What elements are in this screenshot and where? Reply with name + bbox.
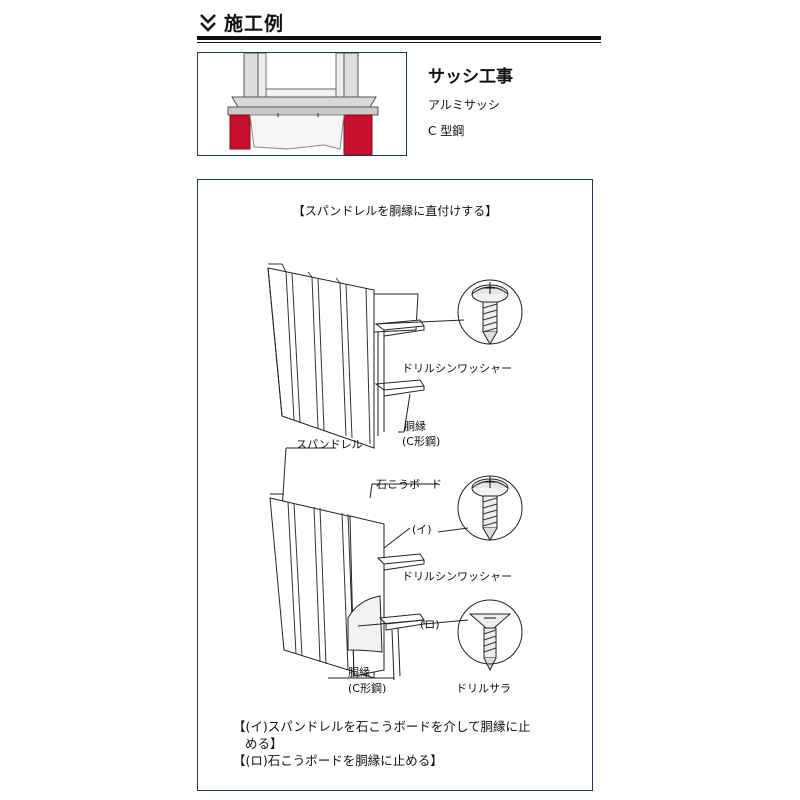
sash-item-c-steel: C 型鋼 xyxy=(428,124,465,138)
drill-washer-screw-bottom xyxy=(457,475,523,541)
label-c-steel-bottom: (C形鋼) xyxy=(348,682,387,695)
drill-washer-screw-top xyxy=(457,279,523,345)
label-mark-i: (イ) xyxy=(412,523,432,536)
label-drill-sara: ドリルサラ xyxy=(456,682,511,695)
note-ro: 【(ロ)石こうボードを胴縁に止める】 xyxy=(233,753,443,768)
sash-heading: サッシ工事 xyxy=(428,67,513,87)
label-drill-washer-top: ドリルシンワッシャー xyxy=(402,362,512,375)
diagram-caption: 【スパンドレルを胴縁に直付けする】 xyxy=(292,204,498,218)
label-drill-washer-bottom: ドリルシンワッシャー xyxy=(402,570,512,583)
label-c-steel-top: (C形鋼) xyxy=(402,435,441,448)
drill-sara-screw xyxy=(457,599,523,672)
note-i-continued: める】 xyxy=(245,736,283,751)
label-spandrel: スパンドレル xyxy=(296,438,363,451)
title-rule xyxy=(197,36,601,40)
sash-item-aluminum: アルミサッシ xyxy=(428,98,500,112)
sash-description: サッシ工事 アルミサッシ C 型鋼 xyxy=(428,62,513,139)
note-i: 【(イ)スパンドレルを石こうボードを介して胴縁に止 xyxy=(233,719,531,734)
sash-illustration xyxy=(197,52,407,156)
construction-example-panel: 【スパンドレルを胴縁に直付けする】 ドリルシンワッシャー 胴縁 (C形鋼) スパ… xyxy=(197,179,593,791)
label-furring-bottom: 胴縁 xyxy=(348,666,370,679)
section-header: 施工例 xyxy=(197,6,601,43)
label-furring-top: 胴縁 xyxy=(404,420,426,433)
construction-drawing xyxy=(267,263,523,681)
label-mark-ro: (ロ) xyxy=(420,618,440,631)
double-chevron-icon xyxy=(200,14,216,32)
section-title: 施工例 xyxy=(224,13,285,35)
title-rule-thin xyxy=(197,42,601,43)
installation-notes: 【(イ)スパンドレルを石こうボードを介して胴縁に止 める】 【(ロ)石こうボード… xyxy=(233,718,531,769)
label-gypsum-board: 石こうボード xyxy=(376,478,442,491)
